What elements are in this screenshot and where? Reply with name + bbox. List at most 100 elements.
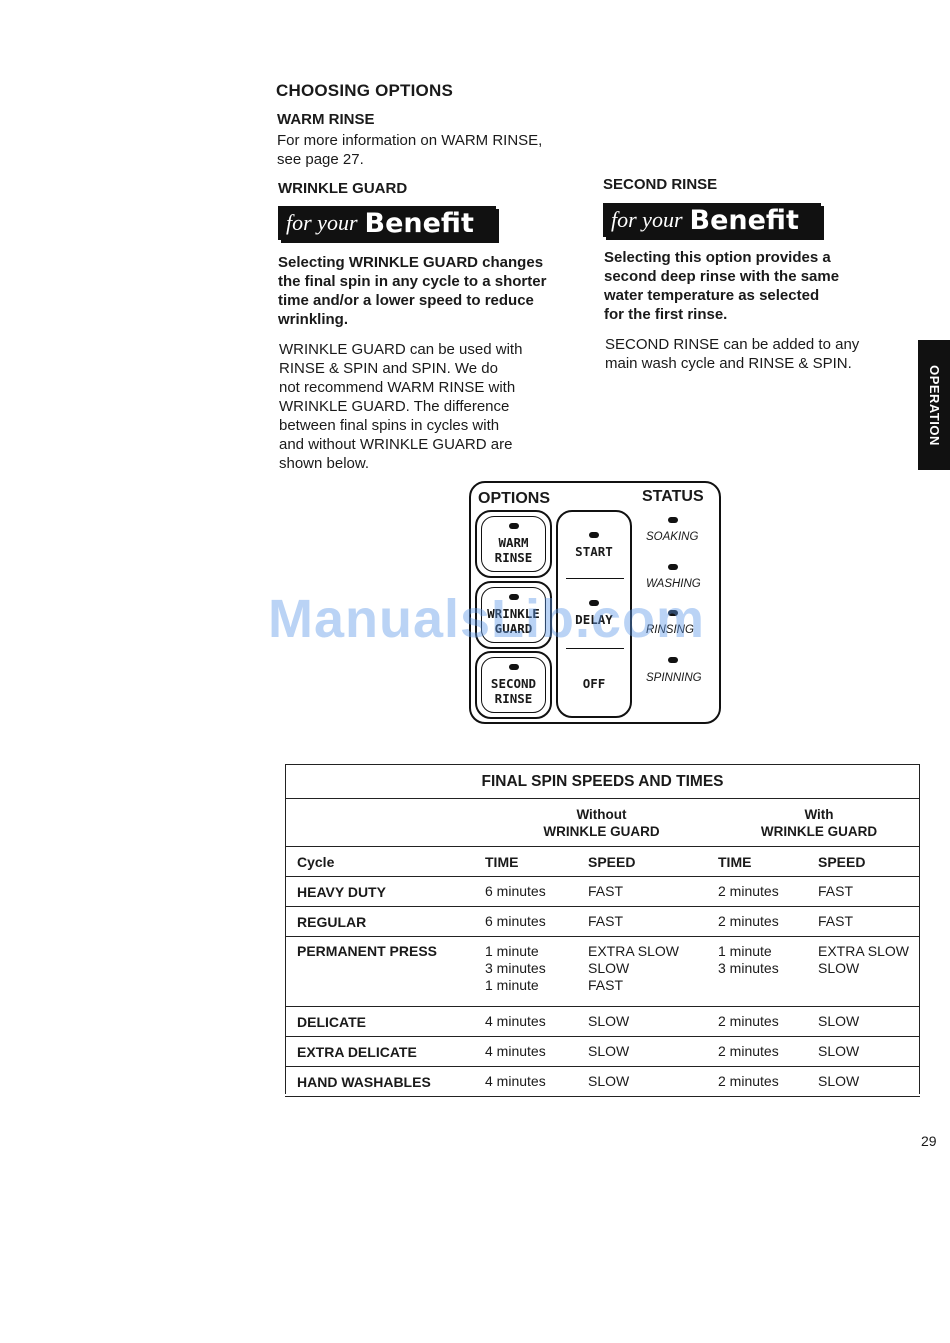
delay-led bbox=[589, 599, 599, 606]
col-header-speed: SPEED bbox=[588, 846, 718, 877]
off-button[interactable]: OFF bbox=[556, 652, 632, 714]
cell-line: SLOW bbox=[818, 1043, 860, 1059]
bold-line: water temperature as selected bbox=[604, 287, 820, 304]
cell-time-with: 2 minutes bbox=[718, 906, 818, 937]
side-tab-label: OPERATION bbox=[926, 364, 942, 446]
cell-line: 3 minutes bbox=[485, 960, 546, 976]
cell-time-without: 6 minutes bbox=[485, 876, 588, 907]
cell-line: 6 minutes bbox=[485, 913, 546, 929]
cell-line: 2 minutes bbox=[718, 883, 779, 899]
cell-cycle: EXTRA DELICATE bbox=[285, 1036, 485, 1067]
cell-line: SLOW bbox=[818, 1013, 860, 1029]
bold-line: second deep rinse with the same bbox=[604, 268, 840, 285]
divider bbox=[566, 648, 624, 649]
start-led bbox=[589, 531, 599, 538]
cell-line: EXTRA SLOW bbox=[588, 943, 680, 959]
status-washing: WASHING bbox=[646, 578, 701, 590]
cell-line: FAST bbox=[588, 913, 624, 929]
wrinkle-guard-body-text: WRINKLE GUARD can be used with RINSE & S… bbox=[279, 340, 599, 473]
body-line: WRINKLE GUARD can be used with bbox=[279, 341, 523, 358]
status-spinning: SPINNING bbox=[646, 672, 702, 684]
cell-line: 2 minutes bbox=[718, 1073, 779, 1089]
bold-line: time and/or a lower speed to reduce bbox=[278, 292, 534, 309]
cell-time-with: 2 minutes bbox=[718, 1006, 818, 1037]
cell-time-with: 2 minutes bbox=[718, 1036, 818, 1067]
body-line: not recommend WARM RINSE with bbox=[279, 379, 516, 396]
soaking-led bbox=[668, 517, 678, 523]
status-label: STATUS bbox=[642, 488, 704, 505]
cell-line: 2 minutes bbox=[718, 1013, 779, 1029]
options-label: OPTIONS bbox=[478, 490, 551, 507]
col-header-time: TIME bbox=[718, 846, 818, 877]
status-rinsing: RINSING bbox=[646, 624, 694, 636]
second-rinse-led bbox=[508, 664, 519, 670]
cell-line: 4 minutes bbox=[485, 1073, 546, 1089]
cell-line: FAST bbox=[588, 883, 624, 899]
cell-cycle: PERMANENT PRESS bbox=[285, 936, 485, 1007]
cell-line: 2 minutes bbox=[718, 1043, 779, 1059]
col-header-time: TIME bbox=[485, 846, 588, 877]
benefit-big-text: Benefit bbox=[689, 204, 799, 236]
cell-speed-without: FAST bbox=[588, 876, 718, 907]
cell-line: 2 minutes bbox=[718, 913, 779, 929]
cell-time-with: 2 minutes bbox=[718, 876, 818, 907]
group-without-line1: Without bbox=[576, 806, 627, 822]
warm-rinse-button[interactable]: WARM RINSE bbox=[475, 510, 552, 578]
body-line: between final spins in cycles with bbox=[279, 417, 500, 434]
second-rinse-bold-text: Selecting this option provides a second … bbox=[604, 248, 904, 324]
warm-rinse-title: WARM RINSE bbox=[277, 111, 375, 128]
cell-line: 1 minute bbox=[485, 943, 539, 959]
cell-line: SLOW bbox=[588, 1013, 630, 1029]
second-rinse-benefit-banner: for your Benefit bbox=[603, 203, 821, 237]
second-rinse-body-text: SECOND RINSE can be added to any main wa… bbox=[605, 335, 905, 373]
warm-rinse-line: see page 27. bbox=[277, 151, 364, 168]
table-title: FINAL SPIN SPEEDS AND TIMES bbox=[285, 764, 920, 799]
divider bbox=[566, 578, 624, 579]
cell-line: 1 minute bbox=[485, 977, 539, 993]
body-line: RINSE & SPIN and SPIN. We do bbox=[279, 360, 498, 377]
body-line: main wash cycle and RINSE & SPIN. bbox=[605, 355, 852, 372]
cell-cycle: REGULAR bbox=[285, 906, 485, 937]
cell-time-with: 2 minutes bbox=[718, 1066, 818, 1097]
cell-line: SLOW bbox=[818, 1073, 860, 1089]
wrinkle-guard-button[interactable]: WRINKLE GUARD bbox=[475, 581, 552, 649]
cell-time-without: 4 minutes bbox=[485, 1006, 588, 1037]
cell-line: 4 minutes bbox=[485, 1013, 546, 1029]
bold-line: wrinkling. bbox=[278, 311, 349, 328]
cell-line: FAST bbox=[818, 883, 854, 899]
cell-line: SLOW bbox=[588, 960, 630, 976]
benefit-big-text: Benefit bbox=[364, 207, 474, 239]
benefit-small-text: for your bbox=[611, 207, 683, 232]
cell-line: 1 minute bbox=[718, 943, 772, 959]
second-rinse-button-label: SECOND RINSE bbox=[490, 676, 537, 706]
cell-line: FAST bbox=[818, 913, 854, 929]
warm-rinse-text: For more information on WARM RINSE, see … bbox=[277, 131, 542, 169]
cell-speed-without: FAST bbox=[588, 906, 718, 937]
warm-rinse-button-label: WARM RINSE bbox=[494, 535, 533, 565]
cell-line: SLOW bbox=[588, 1073, 630, 1089]
col-header-speed: SPEED bbox=[818, 846, 920, 877]
cell-time-without: 4 minutes bbox=[485, 1066, 588, 1097]
start-button[interactable]: START bbox=[556, 514, 632, 576]
cell-cycle: HAND WASHABLES bbox=[285, 1066, 485, 1097]
delay-button[interactable]: DELAY bbox=[556, 582, 632, 644]
warm-rinse-line: For more information on WARM RINSE, bbox=[277, 132, 543, 149]
wrinkle-guard-led bbox=[508, 594, 519, 600]
body-line: shown below. bbox=[279, 455, 370, 472]
body-line: SECOND RINSE can be added to any bbox=[605, 336, 860, 353]
spin-speeds-table: FINAL SPIN SPEEDS AND TIMES Without WRIN… bbox=[285, 764, 920, 1097]
watermark: ManualsLib.com bbox=[268, 589, 706, 649]
cell-time-without: 4 minutes bbox=[485, 1036, 588, 1067]
cell-speed-with: FAST bbox=[818, 876, 920, 907]
bold-line: Selecting this option provides a bbox=[604, 249, 831, 266]
cell-line: 6 minutes bbox=[485, 883, 546, 899]
second-rinse-button[interactable]: SECOND RINSE bbox=[475, 651, 552, 719]
cell-line: FAST bbox=[588, 977, 624, 993]
cell-line: 3 minutes bbox=[718, 960, 779, 976]
group-with-line1: With bbox=[804, 806, 834, 822]
